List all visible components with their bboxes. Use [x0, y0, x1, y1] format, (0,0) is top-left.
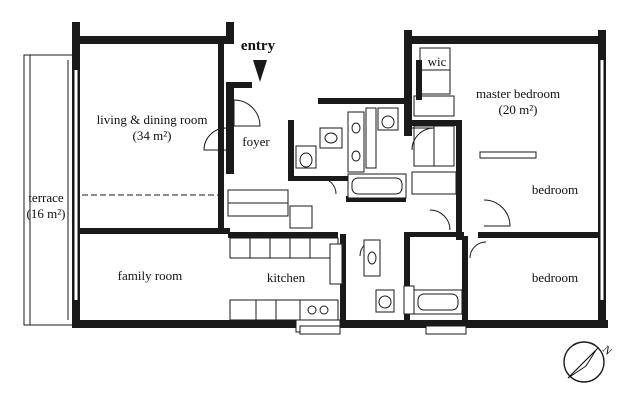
family-room-label: family room [118, 268, 183, 283]
living-dining-label: living & dining room [97, 112, 208, 127]
entry-label: entry [241, 38, 276, 54]
living-dining-area: (34 m²) [133, 128, 172, 143]
bedroom-label: bedroom [532, 182, 578, 197]
kitchen-counters [229, 237, 343, 333]
compass-north-label: N [600, 344, 614, 358]
master-bedroom-area: (20 m²) [499, 102, 538, 117]
terrace-area: (16 m²) [27, 206, 66, 221]
wic-label: wic [428, 54, 447, 69]
foyer-label: foyer [242, 134, 270, 149]
wardrobe [413, 95, 455, 117]
bottom-balconies [299, 325, 467, 335]
compass-icon: N [563, 341, 614, 383]
bedroom-label: bedroom [532, 270, 578, 285]
closets [227, 47, 537, 217]
kitchen-label: kitchen [267, 270, 306, 285]
bathroom-fixtures [289, 107, 463, 315]
windows [73, 60, 605, 300]
interior-walls [80, 44, 606, 324]
arrow-down-icon [253, 60, 267, 82]
master-bedroom-label: master bedroom [476, 86, 560, 101]
terrace-label: terrace [28, 190, 64, 205]
